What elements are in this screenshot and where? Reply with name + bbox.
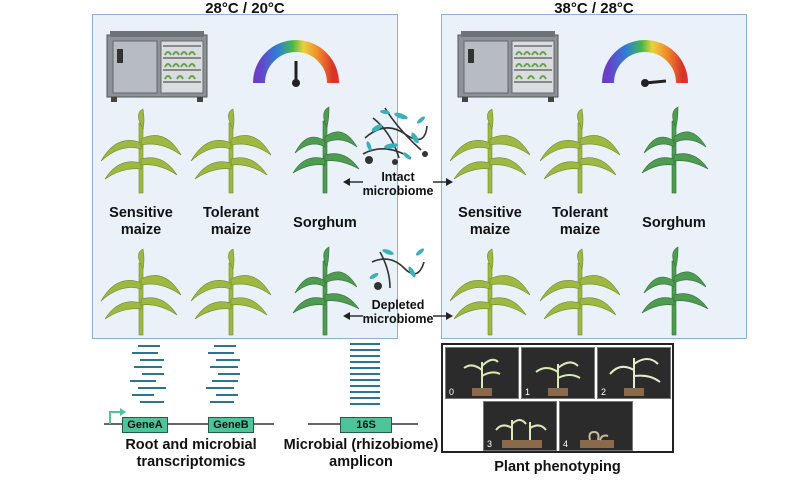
sorghum-depleted-icon bbox=[292, 246, 360, 336]
sensitive-maize-depleted-icon bbox=[100, 248, 182, 336]
gene-b-box: GeneB bbox=[208, 417, 254, 433]
phenotype-photo-score-0: 0 bbox=[445, 347, 519, 399]
sorghum-plant-icon bbox=[292, 106, 360, 194]
depleted-bidirectional-arrow-icon bbox=[343, 312, 453, 320]
condition-panel-heat: 38°C / 28°C bbox=[441, 0, 747, 339]
sensitive-maize-plant-icon bbox=[449, 108, 531, 194]
transcriptomics-caption: Root and microbial transcriptomics bbox=[125, 437, 257, 470]
temperature-label: 28°C / 20°C bbox=[205, 0, 285, 17]
growth-chamber-icon bbox=[457, 31, 559, 102]
tolerant-maize-plant-icon bbox=[190, 108, 272, 194]
phenotype-photo-score-4: 4 bbox=[559, 401, 633, 451]
sorghum-label: Sorghum bbox=[293, 215, 357, 231]
seedling-icon bbox=[580, 430, 614, 448]
tolerant-maize-plant-icon bbox=[539, 108, 621, 194]
sensitive-maize-depleted-icon bbox=[449, 248, 531, 336]
sensitive-maize-label: Sensitive maize bbox=[458, 205, 522, 238]
growth-chamber-icon bbox=[106, 31, 208, 102]
tolerant-maize-label: Tolerant maize bbox=[202, 205, 260, 238]
tolerant-maize-label: Tolerant maize bbox=[551, 205, 609, 238]
gene-a-box: GeneA bbox=[122, 417, 168, 433]
sorghum-depleted-icon bbox=[641, 246, 709, 336]
phenotyping-caption: Plant phenotyping bbox=[494, 459, 621, 475]
thermometer-gauge-icon bbox=[602, 40, 688, 87]
thermometer-gauge-icon bbox=[253, 40, 339, 87]
intact-microbiome-icon bbox=[362, 107, 428, 165]
16s-gene-box: 16S bbox=[340, 417, 392, 433]
intact-bidirectional-arrow-icon bbox=[343, 178, 453, 186]
condition-panel-control: 28°C / 20°C bbox=[92, 0, 398, 339]
phenotype-photo-score-3: 3 bbox=[483, 401, 557, 451]
sensitive-maize-plant-icon bbox=[100, 108, 182, 194]
sorghum-plant-icon bbox=[641, 106, 709, 194]
sensitive-maize-label: Sensitive maize bbox=[109, 205, 173, 238]
depleted-microbiome-label: Depleted microbiome bbox=[362, 298, 434, 326]
seedling-icon bbox=[495, 419, 547, 448]
seedling-icon bbox=[609, 358, 661, 396]
tolerant-maize-depleted-icon bbox=[190, 248, 272, 336]
phenotype-photo-score-2: 2 bbox=[597, 347, 671, 399]
phenotyping-photo-grid: 0 1 2 3 4 bbox=[441, 343, 674, 453]
depleted-microbiome-icon bbox=[369, 248, 425, 290]
tolerant-maize-depleted-icon bbox=[539, 248, 621, 336]
phenotype-photo-score-1: 1 bbox=[521, 347, 595, 399]
temperature-label: 38°C / 28°C bbox=[554, 0, 634, 17]
sorghum-label: Sorghum bbox=[642, 215, 706, 231]
seedling-icon bbox=[535, 361, 581, 396]
amplicon-caption: Microbial (rhizobiome) amplicon bbox=[283, 437, 439, 470]
seedling-icon bbox=[463, 358, 501, 396]
intact-microbiome-label: Intact microbiome bbox=[362, 170, 434, 198]
